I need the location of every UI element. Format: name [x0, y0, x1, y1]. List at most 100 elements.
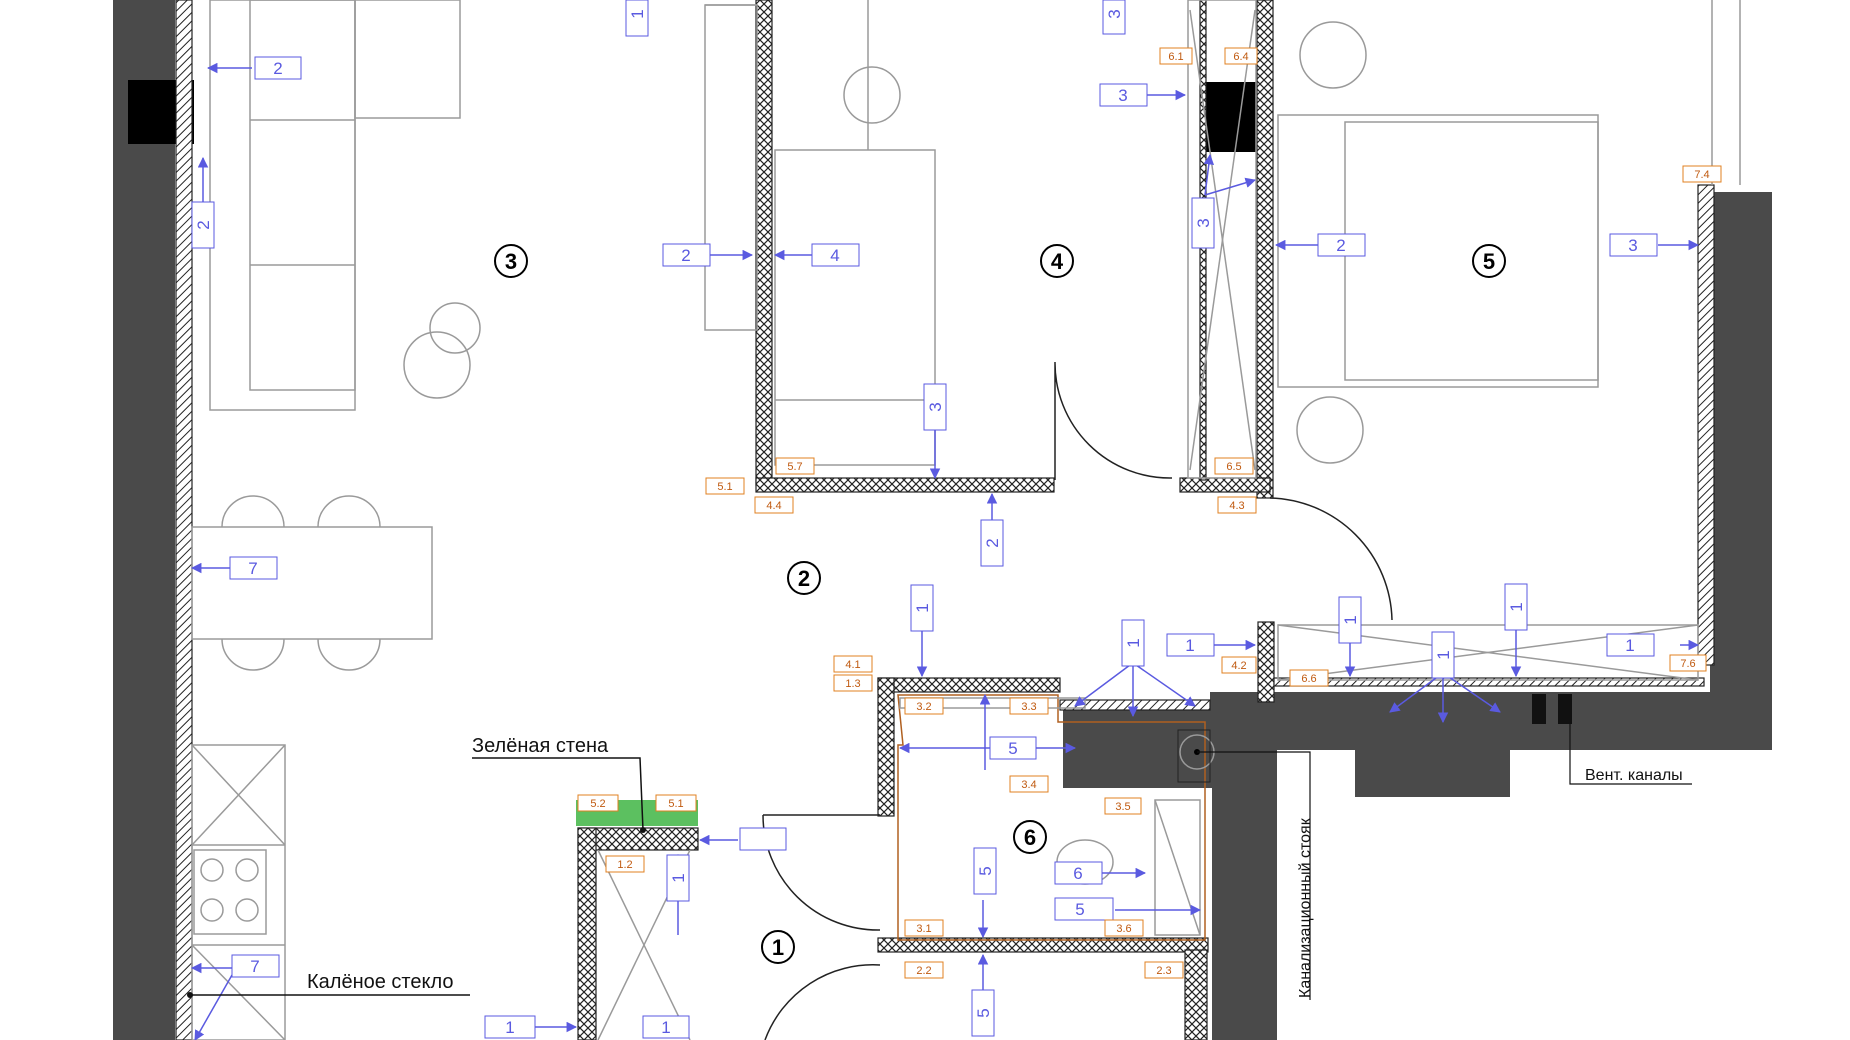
svg-text:1: 1 — [505, 1018, 514, 1037]
wall-tag: 1 — [625, 0, 649, 37]
svg-text:3.4: 3.4 — [1021, 779, 1036, 791]
dim-tag: 3.3 — [1009, 697, 1049, 715]
svg-text:6.4: 6.4 — [1233, 51, 1248, 63]
svg-text:2: 2 — [681, 246, 690, 265]
wall-tag: 1 — [1606, 633, 1655, 657]
wall-tag: 5 — [989, 736, 1037, 760]
bed-single — [774, 149, 936, 466]
cooktop — [193, 849, 267, 935]
room-number-5: 5 — [1472, 244, 1506, 278]
dim-tag: 6.4 — [1224, 47, 1258, 65]
annotations: Зелёная стена Калёное стекло Вент. канал… — [187, 724, 1692, 1000]
wall-tag: 1 — [1504, 583, 1528, 631]
dim-tag: 4.1 — [833, 655, 873, 673]
wall-tag: 3 — [1191, 197, 1215, 249]
svg-text:7: 7 — [248, 559, 257, 578]
svg-text:3.1: 3.1 — [916, 923, 931, 935]
svg-text:7.6: 7.6 — [1680, 658, 1695, 670]
wall-tag: 1 — [910, 584, 934, 632]
wall-tag: 2 — [254, 56, 302, 80]
kitchen-counter — [191, 744, 286, 1040]
svg-text:1: 1 — [661, 1018, 670, 1037]
dim-tag: 3.6 — [1104, 919, 1144, 937]
wall-tag: 1 — [642, 1015, 690, 1039]
svg-text:6: 6 — [1024, 825, 1036, 850]
dim-tag: 1.2 — [605, 855, 645, 873]
svg-text:2: 2 — [194, 220, 213, 229]
svg-text:5: 5 — [1483, 249, 1495, 274]
green-wall-label: Зелёная стена — [472, 735, 609, 757]
room-number-2: 2 — [787, 561, 821, 595]
svg-text:5.1: 5.1 — [668, 798, 683, 810]
room-number-6: 6 — [1013, 820, 1047, 854]
svg-text:4.3: 4.3 — [1229, 500, 1244, 512]
wall-tag: 1 — [484, 1015, 536, 1039]
wall-tag: 7 — [231, 954, 280, 978]
wall-arrows — [190, 62, 1700, 1040]
wall-tag — [739, 827, 787, 851]
wall-tag: 5 — [1054, 897, 1114, 921]
svg-text:6.6: 6.6 — [1301, 673, 1316, 685]
svg-text:4.1: 4.1 — [845, 659, 860, 671]
room-number-4: 4 — [1040, 244, 1074, 278]
vent-channels-label: Вент. каналы — [1585, 767, 1683, 784]
wall-tag: 3 — [1099, 83, 1148, 107]
wall-tag: 1 — [1338, 596, 1362, 644]
dim-tag: 6.1 — [1159, 47, 1193, 65]
svg-text:5: 5 — [974, 1008, 993, 1017]
svg-text:1: 1 — [1507, 602, 1526, 611]
svg-text:2.3: 2.3 — [1156, 965, 1171, 977]
desk — [704, 4, 758, 331]
svg-text:7.4: 7.4 — [1694, 169, 1709, 181]
wall-tag: 2 — [980, 519, 1004, 567]
svg-text:3: 3 — [505, 249, 517, 274]
svg-text:1: 1 — [772, 935, 784, 960]
furniture — [191, 0, 1741, 1040]
svg-text:1: 1 — [1185, 636, 1194, 655]
svg-text:3.5: 3.5 — [1115, 801, 1130, 813]
dim-tag: 4.3 — [1217, 496, 1257, 514]
outer-walls — [113, 0, 1772, 1040]
partition-walls — [175, 0, 1715, 1040]
svg-text:3: 3 — [1628, 236, 1637, 255]
svg-text:1: 1 — [1124, 638, 1143, 647]
wall-tag: 1 — [666, 854, 690, 902]
dim-tag: 3.4 — [1009, 775, 1049, 793]
room-numbers: 3 4 5 2 6 1 — [494, 244, 1506, 964]
svg-text:2: 2 — [798, 566, 810, 591]
vent-channels — [1532, 694, 1572, 724]
svg-text:1: 1 — [628, 9, 647, 18]
structural-columns — [128, 80, 1268, 152]
dimension-tags: 6.1 6.4 7.4 5.1 5.7 4.4 6.5 4.3 4.1 1.3 … — [577, 47, 1722, 979]
svg-text:2: 2 — [273, 59, 282, 78]
dim-tag: 5.2 — [577, 794, 619, 812]
wall-tag: 7 — [229, 556, 278, 580]
dim-tag: 7.4 — [1682, 165, 1722, 183]
chair — [843, 66, 901, 124]
svg-text:3.2: 3.2 — [916, 701, 931, 713]
svg-text:4.2: 4.2 — [1231, 660, 1246, 672]
wall-tag: 2 — [662, 243, 711, 267]
dim-tag: 4.4 — [754, 496, 794, 514]
svg-text:1: 1 — [1434, 650, 1453, 659]
svg-text:2: 2 — [983, 538, 1002, 547]
wall-tag: 1 — [1121, 619, 1145, 667]
svg-text:3.6: 3.6 — [1116, 923, 1131, 935]
svg-text:5.1: 5.1 — [717, 481, 732, 493]
wall-tag: 3 — [1102, 0, 1126, 35]
svg-text:1.3: 1.3 — [845, 678, 860, 690]
svg-text:5: 5 — [976, 866, 995, 875]
wardrobe — [1187, 0, 1257, 479]
doors — [762, 361, 1393, 1040]
wall-tag: 1 — [1431, 631, 1455, 679]
svg-text:4: 4 — [830, 246, 839, 265]
svg-text:3: 3 — [1105, 9, 1124, 18]
sewer-riser-label: Канализационный стояк — [1297, 817, 1314, 998]
wall-tag: 6 — [1054, 861, 1103, 885]
wall-tag: 3 — [923, 383, 947, 431]
svg-text:1: 1 — [1341, 615, 1360, 624]
svg-text:2: 2 — [1336, 236, 1345, 255]
svg-text:7: 7 — [250, 957, 259, 976]
wall-tag: 1 — [1166, 633, 1215, 657]
